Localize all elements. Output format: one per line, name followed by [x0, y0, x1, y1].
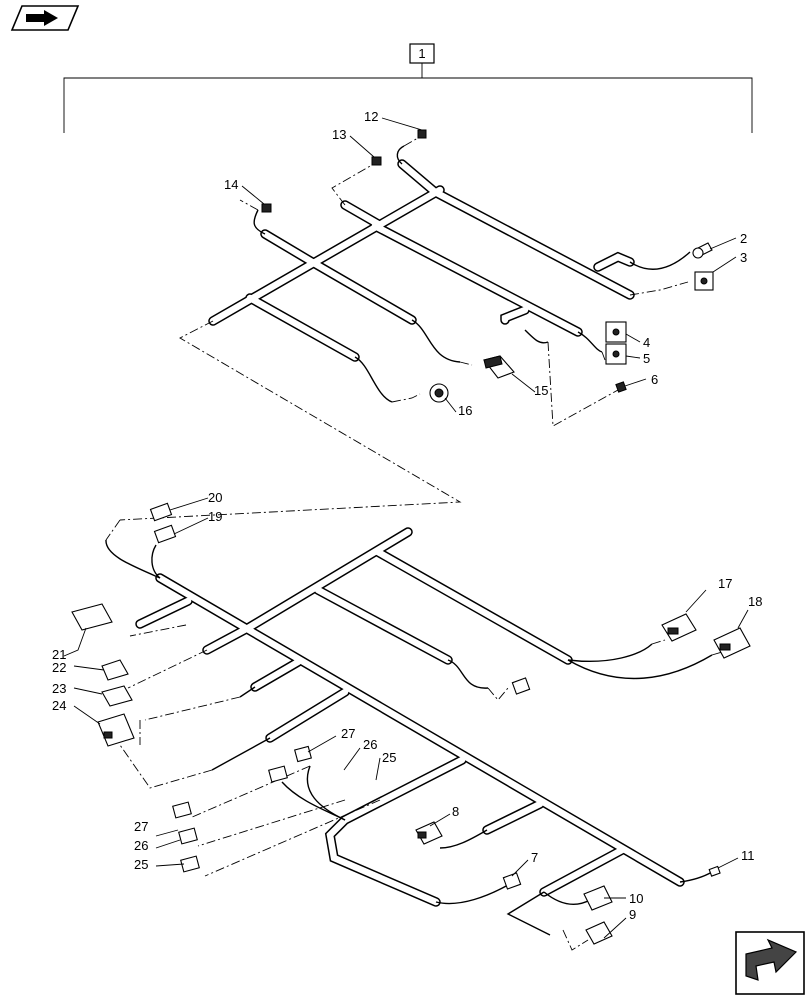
callout-4: 4: [643, 335, 650, 350]
callout-14: 14: [224, 177, 238, 192]
connector-25a: [180, 855, 200, 873]
callout-9: 9: [629, 907, 636, 922]
callout-13: 13: [332, 127, 346, 142]
callout-21: 21: [52, 647, 66, 662]
callout-5: 5: [643, 351, 650, 366]
connector-2: [692, 242, 713, 259]
callout-2: 2: [740, 231, 747, 246]
callout-8: 8: [452, 804, 459, 819]
callout-labels: 2 3 4 5 6 7 8 9 10 11 12 13 14 15 16 17 …: [52, 109, 762, 922]
connector-8: [415, 821, 443, 845]
connector-13: [371, 156, 382, 166]
connector-6: [615, 381, 627, 393]
callout-leaders: [63, 117, 749, 939]
connector-lower-mid: [511, 677, 531, 695]
callout-16: 16: [458, 403, 472, 418]
connector-5: [605, 343, 627, 365]
connector-15: [483, 355, 515, 379]
connector-10: [583, 885, 613, 911]
next-page-arrow-icon[interactable]: [735, 931, 805, 995]
connector-3: [694, 271, 714, 291]
callout-20: 20: [208, 490, 222, 505]
assembly-bracket: 1: [63, 43, 753, 133]
callout-18: 18: [748, 594, 762, 609]
connector-24: [97, 713, 135, 747]
callout-26-upper: 26: [363, 737, 377, 752]
callout-27: 27: [134, 819, 148, 834]
callout-17: 17: [718, 576, 732, 591]
connector-19: [153, 524, 177, 544]
connector-27a: [172, 801, 192, 819]
callout-11: 11: [741, 848, 755, 863]
connector-9: [585, 921, 613, 945]
connector-14: [261, 203, 272, 213]
callout-19: 19: [208, 509, 222, 524]
connector-16: [429, 383, 449, 403]
callout-27-upper: 27: [341, 726, 355, 741]
connector-22: [101, 659, 129, 681]
connector-27b: [294, 745, 312, 763]
lower-harness: [71, 502, 751, 951]
callout-12: 12: [364, 109, 378, 124]
callout-3: 3: [740, 250, 747, 265]
assembly-label: 1: [418, 46, 425, 61]
connector-11: [708, 865, 721, 877]
connector-20: [149, 502, 173, 522]
callout-7: 7: [531, 850, 538, 865]
connector-7: [502, 872, 522, 890]
connector-26b: [268, 765, 288, 783]
connector-26a: [178, 827, 198, 845]
callout-26: 26: [134, 838, 148, 853]
callout-25: 25: [134, 857, 148, 872]
callout-22: 22: [52, 660, 66, 675]
callout-25-upper: 25: [382, 750, 396, 765]
callout-23: 23: [52, 681, 66, 696]
connector-23: [101, 685, 133, 707]
upper-harness: [119, 129, 714, 521]
callout-6: 6: [651, 372, 658, 387]
connector-12: [417, 129, 427, 139]
callout-24: 24: [52, 698, 66, 713]
connector-4: [605, 321, 627, 343]
connector-21: [71, 603, 113, 631]
connector-17: [661, 613, 697, 642]
book-arrow-icon[interactable]: [10, 5, 80, 31]
callout-15: 15: [534, 383, 548, 398]
connector-18: [713, 627, 751, 659]
callout-10: 10: [629, 891, 643, 906]
